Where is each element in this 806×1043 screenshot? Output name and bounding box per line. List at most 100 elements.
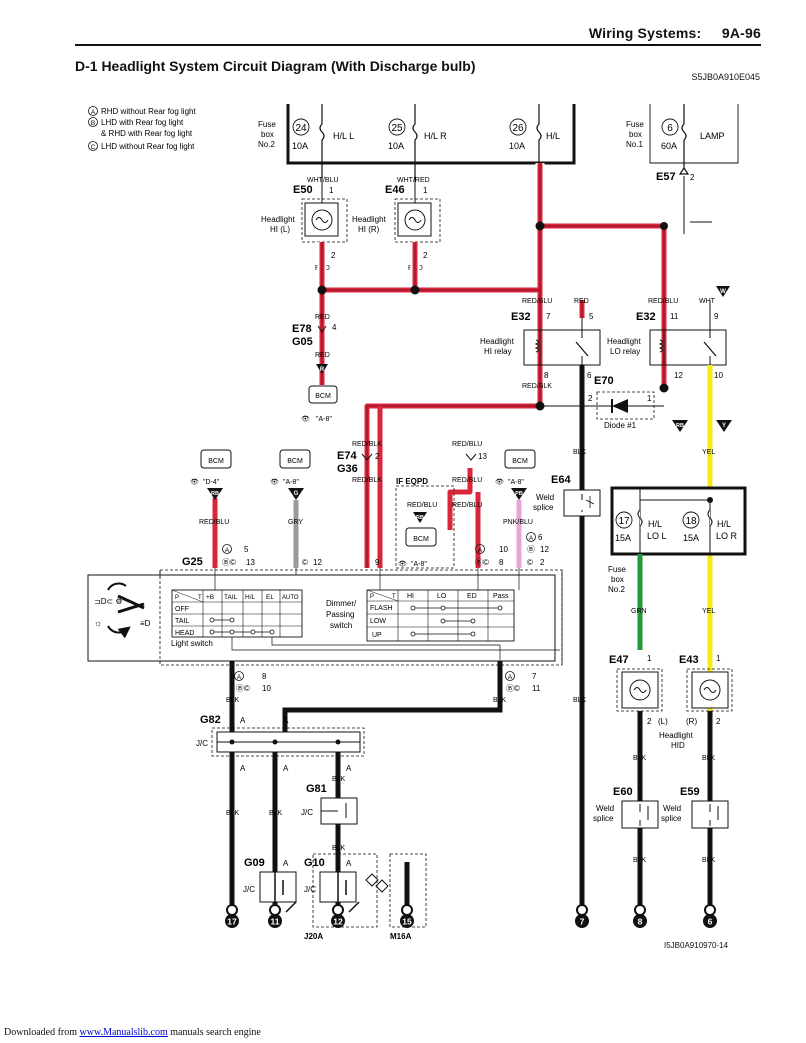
svg-text:TAIL: TAIL [224, 594, 238, 601]
svg-text:WHT/BLU: WHT/BLU [307, 177, 339, 184]
svg-text:2: 2 [423, 251, 428, 260]
svg-text:J/C: J/C [304, 885, 316, 894]
svg-text:Weld: Weld [663, 804, 681, 813]
svg-text:HI (R): HI (R) [358, 225, 380, 234]
svg-text:E60: E60 [613, 786, 633, 798]
svg-text:IF EQPD: IF EQPD [396, 477, 428, 486]
hi-relay: RED/BLU RED E32 7 5 Headlight HI relay 8… [480, 298, 601, 390]
svg-text:RED/BLK: RED/BLK [522, 383, 552, 390]
svg-text:26: 26 [512, 123, 524, 134]
svg-text:BLK: BLK [633, 755, 647, 762]
svg-text:No.1: No.1 [626, 140, 643, 149]
dimmer-passing-table: Dimmer/ Passing switch P T HI LO ED Pass… [326, 589, 515, 642]
svg-text:J/C: J/C [196, 739, 208, 748]
fuse-box-no1: Fuse box No.1 6 60A LAMP E57 2 [626, 104, 739, 234]
svg-text:G05: G05 [292, 336, 313, 348]
svg-text:G10: G10 [304, 857, 325, 869]
svg-text:Light switch: Light switch [171, 639, 213, 648]
ground-6: 6 [708, 917, 713, 927]
svg-text:1: 1 [423, 186, 428, 195]
if-eqpd-box: IF EQPD RED/BLU RED/BLU RB BCM 👁 "A-8" [395, 477, 482, 569]
svg-text:RED/BLU: RED/BLU [522, 298, 552, 305]
splice-dot [410, 285, 420, 295]
svg-text:BCM: BCM [512, 458, 528, 465]
svg-text:18: 18 [685, 516, 697, 527]
svg-text:8: 8 [544, 371, 549, 380]
svg-text:BLK: BLK [573, 449, 587, 456]
svg-text:A: A [283, 764, 289, 773]
svg-text:5: 5 [589, 312, 594, 321]
svg-text:Headlight: Headlight [352, 215, 387, 224]
svg-text:Dimmer/: Dimmer/ [326, 599, 357, 608]
svg-text:YEL: YEL [702, 608, 715, 615]
svg-text:BLK: BLK [573, 697, 587, 704]
svg-text:BCM: BCM [287, 458, 303, 465]
header-title: Wiring Systems: 9A-96 [589, 25, 761, 41]
svg-text:G81: G81 [306, 783, 327, 795]
svg-text:Fuse: Fuse [626, 120, 644, 129]
splice-dot [659, 383, 669, 393]
footer-link[interactable]: www.Manualslib.com [79, 1027, 168, 1038]
black-wire-e64: BLK E64 Weld splice BLK [533, 365, 601, 912]
ground-17: 17 [227, 917, 237, 927]
header-section: Wiring Systems: [588, 25, 702, 41]
svg-text:Pass: Pass [493, 593, 509, 600]
svg-text:2: 2 [540, 558, 545, 567]
svg-text:PB: PB [515, 491, 523, 497]
svg-text:LOW: LOW [370, 618, 386, 625]
svg-text:C: C [91, 144, 96, 151]
svg-text:Fuse: Fuse [258, 120, 276, 129]
fuse-24: 24 10A H/L L [292, 104, 354, 178]
svg-text:GRY: GRY [288, 519, 303, 526]
svg-text:11: 11 [670, 312, 679, 321]
svg-text:H/L: H/L [546, 131, 560, 141]
svg-text:BLK: BLK [702, 857, 716, 864]
svg-text:Headlight: Headlight [659, 731, 694, 740]
svg-text:A: A [237, 674, 242, 681]
svg-text:"A-8": "A-8" [283, 479, 299, 486]
headlight-hi-right: WHT/RED E46 1 Headlight HI (R) 2 RED [352, 177, 441, 272]
svg-text:Ⓑ: Ⓑ [527, 545, 535, 554]
svg-text:RED/BLU: RED/BLU [452, 502, 482, 509]
headlight-hid: E47 1 E43 1 2 (L) (R) 2 Headlight HID BL… [593, 654, 733, 912]
svg-text:HI (L): HI (L) [270, 225, 290, 234]
combination-switch: ⊐D⊂ ⚙ ☼ ≡D P T +B TAIL H/L EL AUTO OFF T… [87, 568, 563, 666]
svg-text:UP: UP [372, 632, 382, 639]
svg-text:H/L: H/L [245, 594, 256, 601]
svg-text:RED/BLU: RED/BLU [452, 441, 482, 448]
svg-text:W: W [720, 289, 726, 295]
legend-item-a: A RHD without Rear fog light [88, 106, 196, 116]
svg-text:E64: E64 [551, 474, 571, 486]
svg-text:24: 24 [295, 123, 307, 134]
svg-text:Diode #1: Diode #1 [604, 421, 637, 430]
svg-text:(L): (L) [658, 717, 668, 726]
fuse-25: 25 10A H/L R [388, 104, 447, 178]
svg-text:E59: E59 [680, 786, 700, 798]
svg-text:A: A [240, 716, 246, 725]
svg-text:LO R: LO R [716, 531, 738, 541]
svg-text:BCM: BCM [413, 536, 429, 543]
fuse-box-no2: Fuse box No.2 [258, 104, 576, 165]
svg-text:2: 2 [375, 452, 380, 461]
svg-text:⊐D⊂ ⚙: ⊐D⊂ ⚙ [94, 597, 123, 606]
footer-suffix: manuals search engine [167, 1027, 261, 1038]
svg-text:BLK: BLK [226, 697, 240, 704]
svg-text:+B: +B [206, 594, 214, 601]
svg-text:RED/BLK: RED/BLK [352, 441, 382, 448]
green-wire: GRN YEL [631, 554, 715, 650]
svg-text:11: 11 [532, 684, 541, 693]
svg-text:A: A [91, 109, 96, 116]
svg-text:12: 12 [313, 558, 322, 567]
svg-text:A: A [346, 859, 352, 868]
svg-text:60A: 60A [661, 141, 677, 151]
svg-text:BLK: BLK [702, 755, 716, 762]
svg-text:E78: E78 [292, 323, 312, 335]
svg-text:2: 2 [331, 251, 336, 260]
svg-text:Headlight: Headlight [261, 215, 296, 224]
svg-text:12: 12 [674, 371, 683, 380]
svg-text:PNK/BLU: PNK/BLU [503, 519, 533, 526]
section-title: D-1 Headlight System Circuit Diagram (Wi… [75, 58, 476, 74]
svg-text:RED: RED [315, 352, 330, 359]
bcm-a8-pnk: BCM 👁 "A-8" PB PNK/BLU [495, 449, 536, 568]
svg-text:13: 13 [246, 558, 255, 567]
